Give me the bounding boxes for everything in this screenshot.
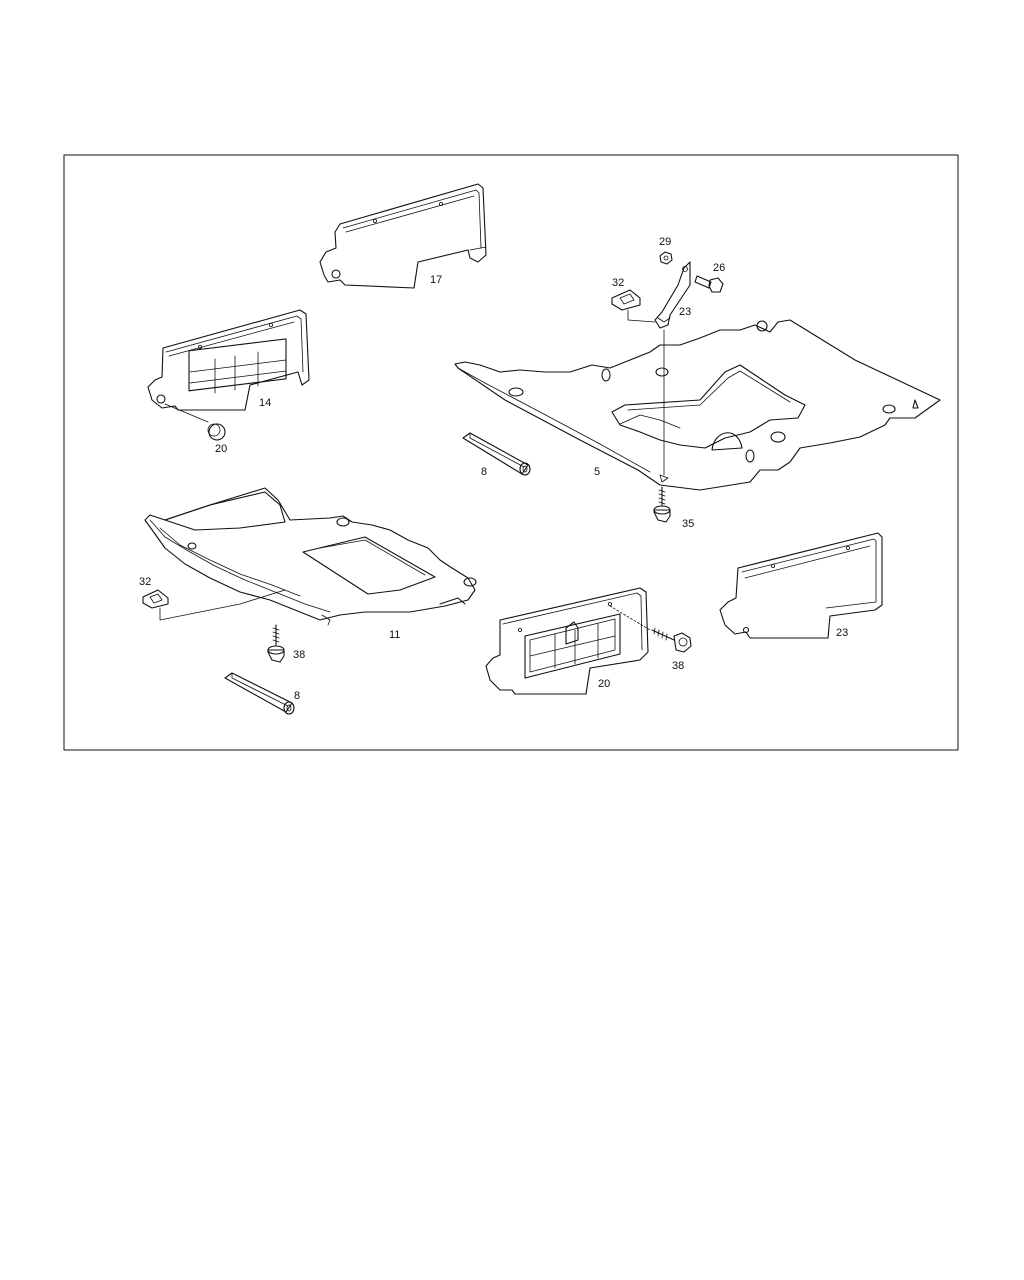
part-8-spacer-lower	[224, 672, 295, 715]
part-32-clip-lower	[142, 589, 286, 621]
callout-11: 11	[389, 629, 400, 641]
callout-32-lower: 32	[139, 576, 151, 588]
callout-17: 17	[430, 274, 442, 286]
callout-38-right: 38	[672, 660, 684, 672]
callout-14: 14	[259, 397, 271, 409]
callout-29: 29	[659, 236, 671, 248]
diagram-frame	[63, 154, 959, 751]
part-26-bolt	[694, 275, 724, 293]
part-14-side-panel	[147, 309, 310, 423]
part-35-screw	[653, 486, 671, 523]
part-23-bracket	[654, 261, 691, 476]
part-23-side-panel	[719, 532, 883, 639]
part-29-nut	[659, 251, 673, 265]
callout-26: 26	[713, 262, 725, 274]
part-20-grommet	[207, 423, 226, 441]
callout-20-panel: 20	[598, 678, 610, 690]
part-11-undershield	[144, 487, 477, 626]
callout-23-panel: 23	[836, 627, 848, 639]
callout-5: 5	[594, 466, 600, 478]
part-38-screw-left	[267, 624, 285, 663]
callout-32-upper: 32	[612, 277, 624, 289]
part-32-clip-upper	[611, 289, 656, 323]
callout-20-grommet: 20	[215, 443, 227, 455]
part-38-screw-right	[651, 627, 692, 653]
callout-35: 35	[682, 518, 694, 530]
part-20-side-panel	[485, 587, 651, 695]
part-8-spacer-upper	[462, 432, 531, 476]
callout-23-bracket: 23	[679, 306, 691, 318]
callout-8-lower: 8	[294, 690, 300, 702]
callout-38-left: 38	[293, 649, 305, 661]
callout-8-upper: 8	[481, 466, 487, 478]
part-5-rear-panel	[454, 319, 941, 491]
part-17-side-panel	[319, 183, 487, 289]
